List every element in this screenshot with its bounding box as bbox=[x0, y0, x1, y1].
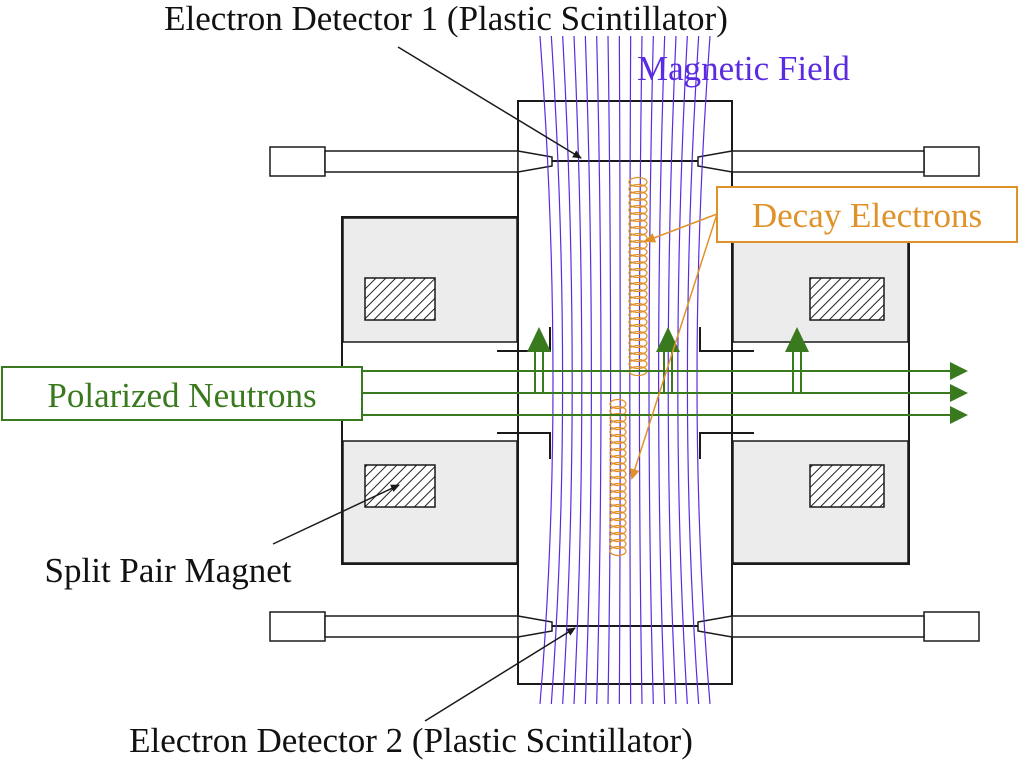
neutron-beam bbox=[342, 362, 968, 424]
detector-light-guides bbox=[269, 146, 980, 642]
field-line bbox=[629, 35, 632, 705]
polarization-arrow-left bbox=[527, 327, 551, 393]
electron-helix bbox=[628, 176, 648, 377]
field-line bbox=[550, 35, 564, 705]
detector2-pointer bbox=[424, 627, 576, 722]
pmt-top-left bbox=[269, 146, 326, 177]
decay-electron-pointer-lower bbox=[629, 213, 718, 480]
polarized-neutrons-label-box bbox=[1, 366, 363, 421]
split-pair-magnet-label: Split Pair Magnet bbox=[45, 551, 292, 590]
detector1-pointer bbox=[397, 46, 582, 159]
field-line bbox=[686, 35, 700, 705]
pmt-top-right bbox=[923, 146, 980, 177]
decay-electron-pointer-upper bbox=[644, 213, 718, 243]
field-line bbox=[573, 35, 583, 705]
field-line bbox=[607, 35, 612, 705]
field-line bbox=[658, 35, 666, 705]
light-guide-top-left bbox=[324, 150, 519, 173]
field-line bbox=[648, 35, 654, 705]
pmt-bottom-right bbox=[923, 611, 980, 642]
field-line bbox=[584, 35, 592, 705]
light-guide-top-right bbox=[731, 150, 925, 173]
magnet-pointer bbox=[272, 484, 400, 545]
field-line bbox=[696, 35, 711, 705]
field-line bbox=[677, 35, 688, 705]
detector1-label: Electron Detector 1 (Plastic Scintillato… bbox=[164, 0, 728, 38]
pmt-bottom-left bbox=[269, 611, 326, 642]
field-line bbox=[667, 35, 677, 705]
decay-electrons-label: Decay Electrons bbox=[752, 196, 982, 235]
split-pair-magnet bbox=[342, 217, 909, 564]
polarization-arrow-right bbox=[785, 327, 809, 393]
electron-helix bbox=[609, 398, 627, 557]
magnetic-field-lines bbox=[539, 35, 711, 705]
light-guide-bottom-left bbox=[324, 615, 519, 638]
magnetic-field-label: Magnetic Field bbox=[637, 49, 850, 88]
field-line bbox=[638, 35, 643, 705]
decay-electron-helices bbox=[609, 176, 648, 557]
scintillators bbox=[552, 160, 698, 627]
light-guide-bottom-right bbox=[731, 615, 925, 638]
pointer-arrows bbox=[272, 46, 718, 722]
field-line bbox=[562, 35, 573, 705]
coil-winding-top-right bbox=[809, 277, 885, 321]
coil-winding-top-left bbox=[364, 277, 436, 321]
coil-winding-bottom-left bbox=[364, 464, 436, 508]
coil-winding-bottom-right bbox=[809, 464, 885, 508]
detector2-label: Electron Detector 2 (Plastic Scintillato… bbox=[129, 721, 693, 760]
polarized-neutrons-label: Polarized Neutrons bbox=[47, 376, 316, 415]
field-line bbox=[618, 35, 621, 705]
field-line bbox=[539, 35, 554, 705]
field-line bbox=[596, 35, 602, 705]
